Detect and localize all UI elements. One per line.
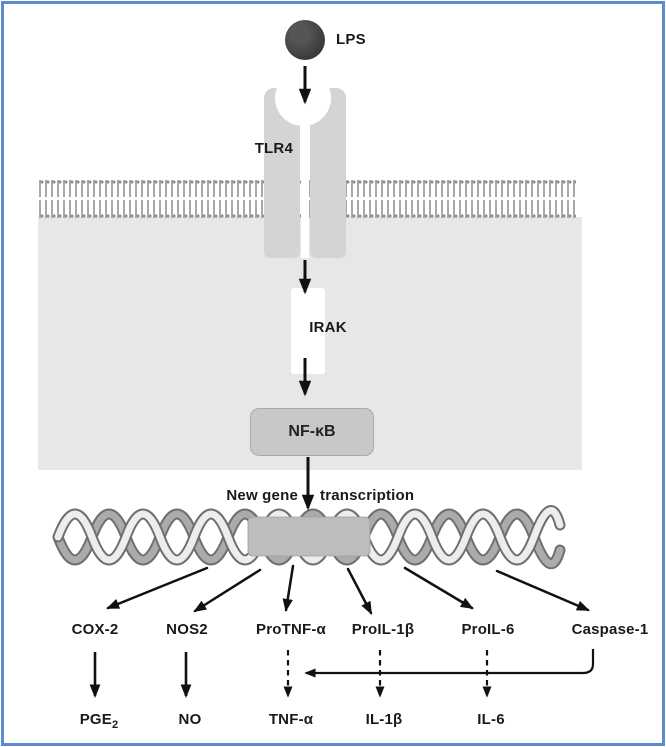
pge2-base-text: PGE	[79, 711, 112, 728]
tlr4-receptor-cleft	[301, 92, 309, 258]
product-label-proil6: ProIL-6	[461, 621, 515, 638]
dna-helix-front-outline	[52, 505, 566, 566]
fan-arrow-proil1b	[346, 567, 373, 615]
fan-arrow-caspase1	[495, 569, 590, 612]
lps-molecule-icon	[285, 20, 325, 60]
fan-arrow-protnfa	[282, 564, 295, 612]
fan-arrow-cox2	[106, 566, 209, 610]
product-label-protnfa: ProTNF-α	[256, 621, 326, 638]
mediator-label-il6: IL-6	[477, 711, 505, 728]
mediator-label-il1b: IL-1β	[365, 711, 403, 728]
lps-label: LPS	[336, 31, 366, 48]
product-label-caspase1: Caspase-1	[571, 621, 649, 638]
mediator-label-pge2: PGE2	[59, 711, 139, 731]
product-label-proil1b: ProIL-1β	[351, 621, 415, 638]
nfkb-box: NF-κB	[250, 408, 374, 456]
caspase1-feedback-arrow	[304, 649, 595, 678]
transcription-caption: transcription	[320, 487, 415, 504]
product-label-cox2: COX-2	[71, 621, 119, 638]
dna-helix-back-strand	[54, 510, 564, 568]
irak-label: IRAK	[309, 319, 347, 336]
fan-arrow-nos2	[193, 568, 262, 613]
irak-protein-bar	[291, 288, 325, 374]
fan-arrow-proil6	[403, 566, 474, 610]
nfkb-label: NF-κB	[288, 423, 336, 440]
product-label-nos2: NOS2	[166, 621, 208, 638]
tlr4-label: TLR4	[254, 140, 293, 157]
dna-helix-back-outline	[52, 508, 566, 570]
new-gene-caption: New gene	[226, 487, 298, 504]
dna-helix-front-strand	[54, 507, 564, 564]
mediator-label-tnfa: TNF-α	[268, 711, 314, 728]
gene-transcription-box	[247, 516, 371, 557]
pge2-subscript: 2	[111, 719, 119, 731]
mediator-label-no: NO	[178, 711, 202, 728]
tlr4-binding-pocket	[275, 70, 331, 126]
